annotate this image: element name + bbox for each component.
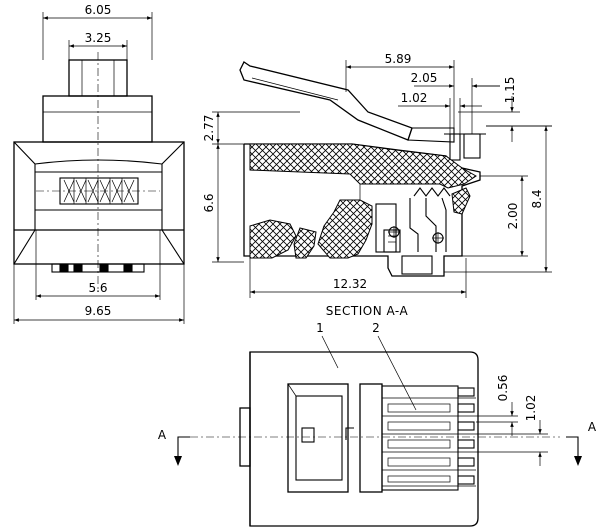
dim-length: 12.32 (333, 277, 367, 291)
dim-pitch: 1.02 (524, 395, 538, 422)
dim-8-4: 8.4 (530, 189, 544, 208)
section-mark-right: A (588, 420, 597, 434)
dim-latch-length: 5.89 (385, 52, 412, 66)
dim-2-77: 2.77 (202, 115, 216, 142)
dim-overall-width: 9.65 (85, 304, 112, 318)
dim-contact-span: 5.6 (88, 281, 107, 295)
section-mark-left: A (158, 428, 167, 442)
top-view: 1 2 0.56 1.02 A A (158, 321, 597, 527)
contact-blades (382, 397, 476, 487)
section-view: 5.89 2.05 1.02 1.15 2.77 6.6 2.00 (202, 52, 552, 318)
dim-top-width: 6.05 (85, 3, 112, 17)
dim-1-15: 1.15 (503, 77, 517, 104)
callout-1: 1 (316, 321, 324, 335)
dim-pitch-small: 0.56 (496, 375, 510, 402)
section-title: SECTION A-A (326, 304, 409, 318)
callout-2: 2 (372, 321, 380, 335)
dim-2-05: 2.05 (411, 71, 438, 85)
dim-1-02-section: 1.02 (401, 91, 428, 105)
front-view: 6.05 3.25 (13, 3, 185, 324)
dim-2-00: 2.00 (506, 203, 520, 230)
dim-tab-width: 3.25 (85, 31, 112, 45)
dim-6-6: 6.6 (202, 193, 216, 212)
